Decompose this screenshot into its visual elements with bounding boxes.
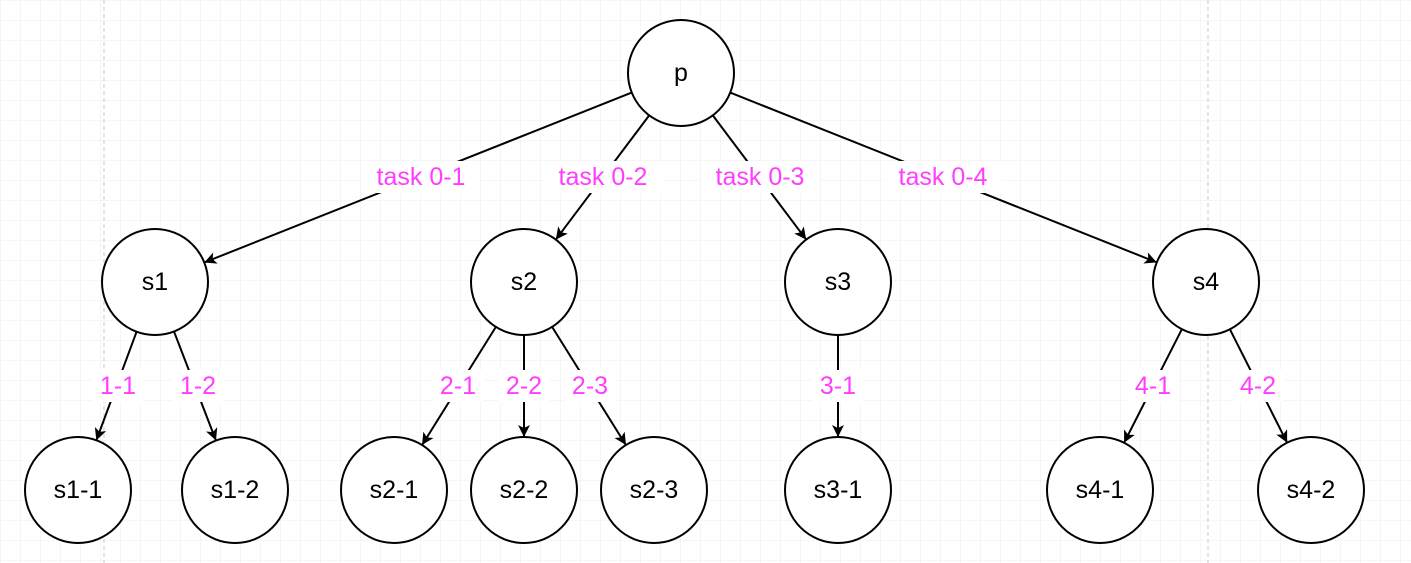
- edge-labels-layer: task 0-1 task 0-2 task 0-3 task 0-4 1-1 1-2 2-…: [92, 161, 1284, 402]
- edge-label-background: [432, 370, 484, 402]
- node-circle[interactable]: [600, 436, 708, 544]
- node-s1-1[interactable]: s1-1: [24, 436, 132, 544]
- node-label-s2-1: s2-1: [370, 476, 419, 504]
- nodes-layer: p s1 s2 s3 s4 s1-1 s1-2 s2-1 s2-2 s2-3 s3-1 s4-1 s4-…: [24, 19, 1365, 544]
- node-s1-2[interactable]: s1-2: [181, 436, 289, 544]
- edge-label-s4-to-s4-1: 4-1: [1135, 372, 1171, 400]
- edge-label-s1-to-s1-1: 1-1: [100, 372, 136, 400]
- node-circle[interactable]: [627, 19, 735, 127]
- edge-label-p-to-s4: task 0-4: [899, 163, 988, 191]
- node-label-s4: s4: [1193, 268, 1220, 296]
- node-label-s2-2: s2-2: [500, 476, 549, 504]
- edge-label-background: [812, 370, 864, 402]
- node-label-s3-1: s3-1: [814, 476, 863, 504]
- edge-label-background: [1232, 370, 1284, 402]
- node-label-s1: s1: [142, 268, 168, 296]
- node-s2-2[interactable]: s2-2: [470, 436, 578, 544]
- node-circle[interactable]: [1257, 436, 1365, 544]
- edge-label-p-to-s2: task 0-2: [559, 163, 648, 191]
- node-s2[interactable]: s2: [470, 228, 578, 336]
- node-s3[interactable]: s3: [784, 228, 892, 336]
- edge-label-background: [544, 161, 662, 193]
- node-circle[interactable]: [1152, 228, 1260, 336]
- node-s1[interactable]: s1: [101, 228, 209, 336]
- edge-label-background: [92, 370, 144, 402]
- edge-label-p-to-s1: task 0-1: [377, 163, 466, 191]
- node-circle[interactable]: [101, 228, 209, 336]
- edge-label-s3-to-s3-1: 3-1: [820, 372, 856, 400]
- node-label-s4-2: s4-2: [1287, 476, 1336, 504]
- edge-label-background: [1127, 370, 1179, 402]
- node-label-s2-3: s2-3: [630, 476, 679, 504]
- edge-label-background: [564, 370, 616, 402]
- edge-label-s2-to-s2-2: 2-2: [506, 372, 542, 400]
- node-p[interactable]: p: [627, 19, 735, 127]
- edge-label-s1-to-s1-2: 1-2: [180, 372, 216, 400]
- node-s4-2[interactable]: s4-2: [1257, 436, 1365, 544]
- node-label-p: p: [674, 59, 688, 87]
- node-circle[interactable]: [340, 436, 448, 544]
- edge-label-s4-to-s4-2: 4-2: [1240, 372, 1276, 400]
- node-label-s4-1: s4-1: [1076, 476, 1125, 504]
- edge-label-background: [884, 161, 1002, 193]
- node-circle[interactable]: [784, 436, 892, 544]
- node-circle[interactable]: [24, 436, 132, 544]
- node-circle[interactable]: [784, 228, 892, 336]
- node-label-s3: s3: [825, 268, 851, 296]
- node-circle[interactable]: [470, 436, 578, 544]
- node-label-s1-2: s1-2: [211, 476, 260, 504]
- edge-label-s2-to-s2-3: 2-3: [572, 372, 608, 400]
- node-s2-1[interactable]: s2-1: [340, 436, 448, 544]
- node-s2-3[interactable]: s2-3: [600, 436, 708, 544]
- edge-label-background: [362, 161, 480, 193]
- edge-label-background: [172, 370, 224, 402]
- edge-label-p-to-s3: task 0-3: [716, 163, 805, 191]
- edge-label-background: [701, 161, 819, 193]
- node-label-s2: s2: [511, 268, 537, 296]
- node-circle[interactable]: [470, 228, 578, 336]
- node-label-s1-1: s1-1: [54, 476, 103, 504]
- node-circle[interactable]: [181, 436, 289, 544]
- node-s4[interactable]: s4: [1152, 228, 1260, 336]
- edge-label-s2-to-s2-1: 2-1: [440, 372, 476, 400]
- node-circle[interactable]: [1046, 436, 1154, 544]
- edge-label-background: [498, 370, 550, 402]
- node-s3-1[interactable]: s3-1: [784, 436, 892, 544]
- node-s4-1[interactable]: s4-1: [1046, 436, 1154, 544]
